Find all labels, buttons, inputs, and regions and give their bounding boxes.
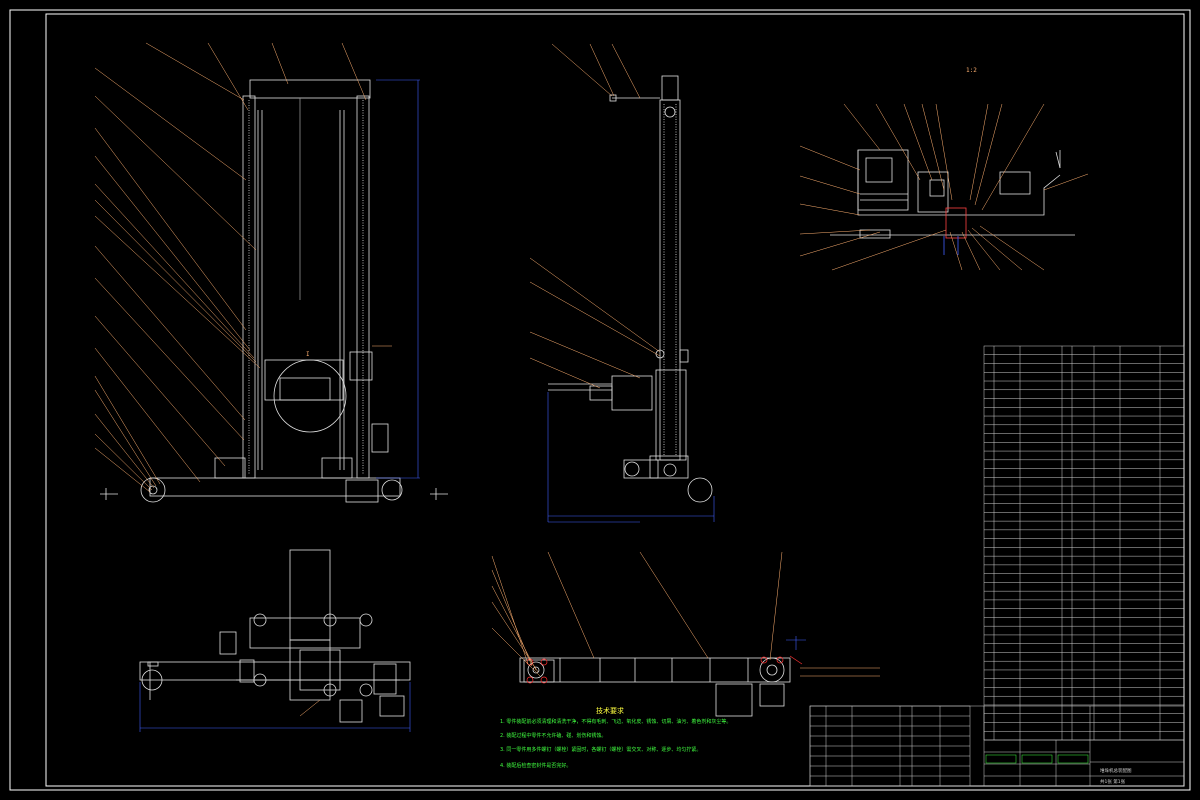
parts-list-table [983, 345, 1185, 741]
side-leader-lines [529, 43, 661, 389]
base-red-parts [526, 655, 803, 684]
tech-requirements-title: 技术要求 [596, 706, 624, 715]
front-height-dimension [376, 79, 420, 479]
side-dimensions [547, 392, 715, 523]
top-dimension [139, 682, 411, 732]
detail-leader-lines [799, 103, 1089, 271]
tech-requirement-line-4: 4. 装配后检查密封件是否完好。 [500, 762, 571, 769]
front-leader-lines [94, 42, 392, 493]
base-leader-lines [491, 551, 880, 677]
base-dims [786, 636, 806, 650]
parts-list-frame [983, 345, 1185, 741]
top-plan-view [139, 549, 411, 723]
detail-scale-label: 1:2 [966, 67, 977, 74]
side-elevation-view [548, 75, 713, 503]
top-leader-lines [299, 699, 321, 717]
sheet-info: 共1张 第1张 [1100, 778, 1126, 785]
outer-border [9, 9, 1191, 791]
tech-requirement-line-1: 1. 零件装配前必须清理和清洗干净，不得有毛刺、飞边、氧化皮、锈蚀、切屑、油污、… [500, 718, 731, 725]
title-block-green-cells [985, 754, 1089, 764]
tech-requirement-line-3: 3. 同一零件用多件螺钉（螺栓）紧固时，各螺钉（螺栓）需交叉、对称、逐步、均匀拧… [500, 746, 701, 753]
front-elevation-view [100, 79, 448, 503]
drawing-name: 堆垛机总装配图 [1100, 767, 1132, 774]
title-block [809, 705, 1185, 787]
base-beam-view [519, 657, 791, 717]
tech-requirement-line-2: 2. 装配过程中零件不允许磕、碰、划伤和锈蚀。 [500, 732, 606, 739]
section-mark-label: I [306, 351, 310, 358]
